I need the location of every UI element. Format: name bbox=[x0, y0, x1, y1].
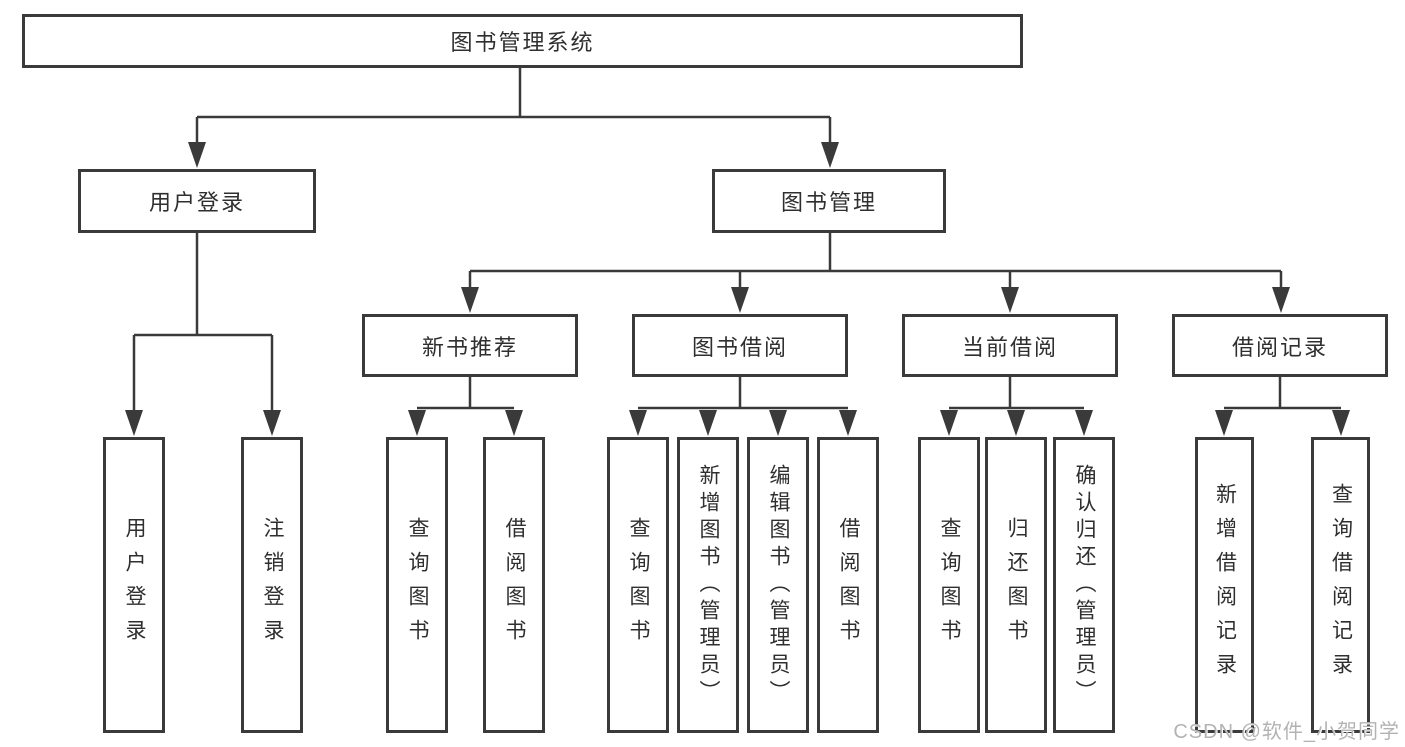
node-book-borrow: 图书借阅 bbox=[632, 314, 848, 377]
leaf-add-book-admin: 新增图书（管理员） bbox=[677, 437, 739, 733]
leaf-query-borrow-record: 查询借阅记录 bbox=[1311, 437, 1370, 733]
leaf-add-borrow-record: 新增借阅记录 bbox=[1195, 437, 1254, 733]
leaf-user-login: 用户登录 bbox=[103, 437, 165, 733]
leaf-borrow-books: 借阅图书 bbox=[817, 437, 879, 733]
node-borrow-records: 借阅记录 bbox=[1172, 314, 1388, 377]
node-library-system: 图书管理系统 bbox=[22, 14, 1023, 68]
leaf-query-books-current: 查询图书 bbox=[918, 437, 980, 733]
leaf-borrow-books-recommend: 借阅图书 bbox=[483, 437, 545, 733]
node-current-borrow: 当前借阅 bbox=[902, 314, 1118, 377]
leaf-query-books-recommend: 查询图书 bbox=[386, 437, 448, 733]
node-user-login: 用户登录 bbox=[78, 169, 316, 233]
watermark-text: CSDN @软件_小贺同学 bbox=[1173, 721, 1400, 743]
node-new-book-recommend: 新书推荐 bbox=[362, 314, 578, 377]
leaf-query-books-borrow: 查询图书 bbox=[607, 437, 669, 733]
node-book-management: 图书管理 bbox=[712, 169, 946, 233]
leaf-confirm-return-admin: 确认归还（管理员） bbox=[1053, 437, 1115, 733]
leaf-return-book: 归还图书 bbox=[985, 437, 1047, 733]
leaf-edit-book-admin: 编辑图书（管理员） bbox=[747, 437, 809, 733]
leaf-logout: 注销登录 bbox=[241, 437, 303, 733]
